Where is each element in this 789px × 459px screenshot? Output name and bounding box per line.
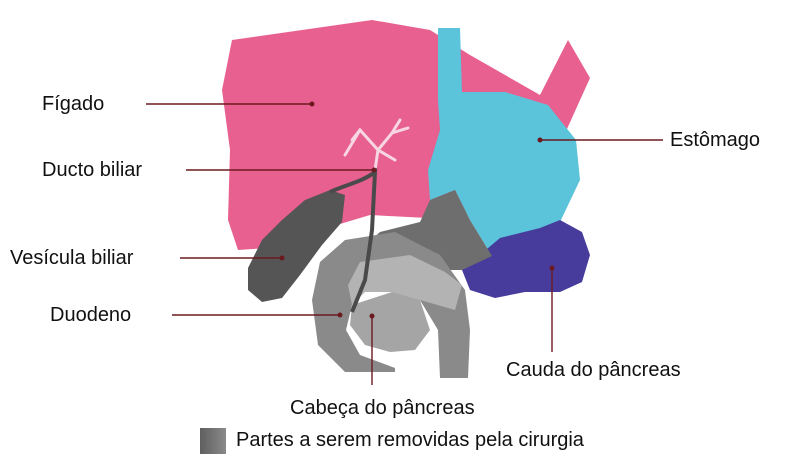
label-gallbladder: Vesícula biliar [10,248,133,268]
label-pancreas-head: Cabeça do pâncreas [290,398,475,418]
legend-swatch-icon [200,428,226,454]
label-stomach: Estômago [670,130,760,150]
label-pancreas-tail: Cauda do pâncreas [506,360,681,380]
label-bile-duct: Ducto biliar [42,160,142,180]
label-liver: Fígado [42,94,104,114]
legend-text: Partes a serem removidas pela cirurgia [236,430,584,450]
label-duodenum: Duodeno [50,305,131,325]
pancreas-head-lower [350,292,430,352]
